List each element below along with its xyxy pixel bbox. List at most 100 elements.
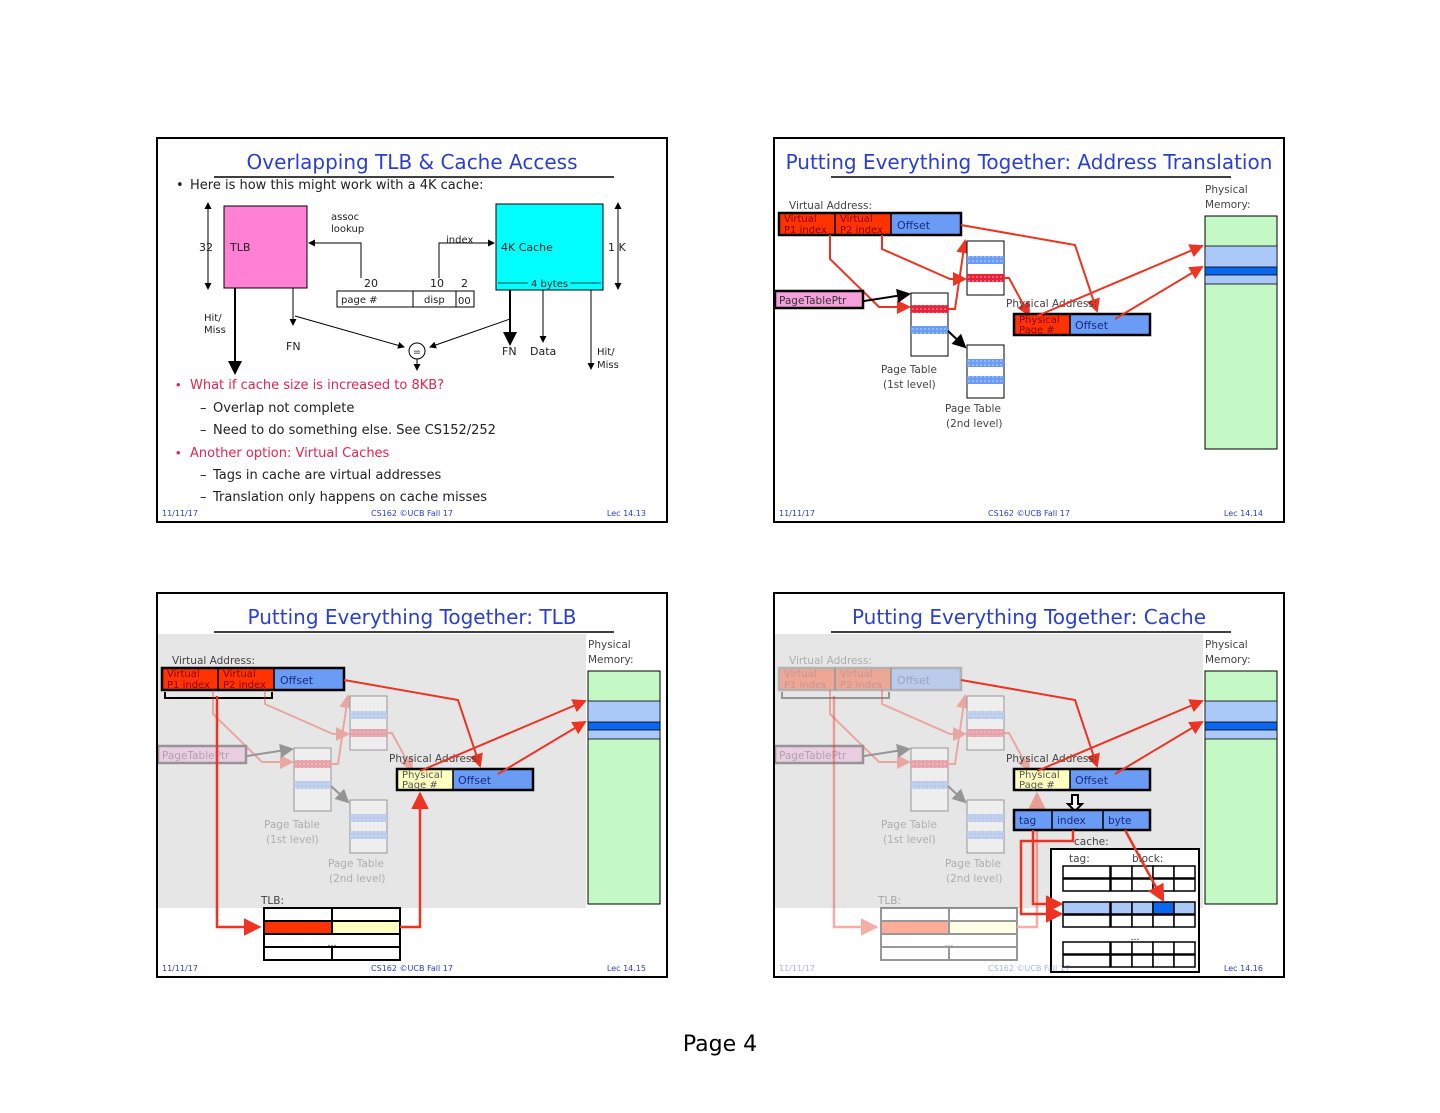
cache-tag-cell: [1062, 878, 1111, 892]
cache-fn-label: FN: [502, 345, 517, 358]
physical-memory-label-2: Memory:: [1205, 199, 1250, 211]
page-table-ptr-label: PageTablePtr: [162, 750, 230, 762]
pt2-to-phys-arrow: [1004, 732, 1030, 772]
va-p2-line1: Virtual: [840, 214, 873, 225]
bullet-3: Need to do something else. See CS152/252: [213, 423, 496, 438]
cache-block-cell: [1110, 901, 1133, 915]
va-brace: [164, 692, 273, 699]
pt1-to-pt2a-arrow: [331, 694, 354, 765]
pt2b-dots: [350, 814, 387, 822]
cache-ellipsis: …: [1131, 933, 1140, 943]
va-p1-field: [779, 668, 835, 690]
intro-text: Here is how this might work with a 4K ca…: [190, 178, 484, 193]
page-table-ptr-label: PageTablePtr: [779, 750, 847, 762]
cache-block-cell: [1152, 914, 1175, 928]
footer-course: CS162 ©UCB Fall 17: [988, 964, 1070, 973]
lookup-label: lookup: [331, 224, 364, 235]
pt1-red-entry-dots: [294, 760, 331, 768]
va-p1-line1: Virtual: [167, 669, 200, 680]
slide-overlapping-tlb-cache: Overlapping TLB & Cache Access • Here is…: [156, 137, 668, 523]
tlb-label: TLB:: [260, 895, 284, 907]
tlb-group: TLB: …: [215, 696, 429, 961]
pt2-label-2: (2nd level): [329, 873, 386, 885]
phys-offset-to-mem-arrow: [497, 720, 587, 775]
bits-20: 20: [364, 277, 378, 290]
tlb-cell: [881, 908, 949, 921]
page-table-2a: [349, 695, 388, 751]
assoc-lookup-arrow: [308, 239, 362, 278]
cache-block-cell: [1173, 901, 1196, 915]
physical-memory-label-1: Physical: [588, 639, 631, 651]
assoc-label: assoc: [331, 212, 359, 223]
down-arrow-icon: [1065, 794, 1085, 813]
page-table-ptr-box: [775, 744, 865, 765]
va-brace: [781, 692, 890, 699]
page-table-ptr-box: [158, 744, 248, 765]
tlb-hit-ppn: [332, 921, 400, 934]
memory-page: [1204, 245, 1278, 285]
pt2-label-2: (2nd level): [946, 873, 1003, 885]
cache-block-cell: [1131, 941, 1154, 955]
bullet-1: What if cache size is increased to 8KB?: [190, 378, 444, 393]
virtual-address-group: Virtual Address: Virtual P1 index Virtua…: [777, 655, 963, 699]
cache-tag-cell: [1062, 954, 1111, 968]
tlb-to-phys-arrow: [400, 791, 429, 929]
pt2-label-1: Page Table: [945, 858, 1001, 870]
cache-block-header: block:: [1132, 853, 1163, 865]
tlb-cell: [264, 908, 332, 921]
pt1-to-pt2b-arrow: [947, 785, 967, 804]
pt2b-dots: [967, 359, 1004, 367]
ptr-arrow: [246, 743, 294, 758]
bullet-dot: •: [176, 178, 184, 193]
phys-page-to-mem-arrow: [1036, 699, 1204, 772]
pt2b-dots: [967, 814, 1004, 822]
index-arrow: [438, 239, 495, 278]
va-to-tlb-arrow: [832, 696, 879, 936]
va-p2-field: [835, 213, 891, 235]
pt2a-dots: [967, 729, 1004, 737]
phys-page-field: [397, 769, 453, 790]
memory-page: [1204, 700, 1278, 740]
tag-to-cache-arrow: [1031, 830, 1064, 913]
slide-title: Putting Everything Together: Cache: [852, 605, 1206, 629]
va-to-tlb-arrow: [215, 696, 262, 936]
slide-title: Overlapping TLB & Cache Access: [246, 150, 577, 174]
physical-memory-label-2: Memory:: [588, 654, 633, 666]
va-p1-line2: P1 index: [784, 680, 827, 691]
va-p1-line2: P1 index: [784, 225, 827, 236]
page-table-walk: PageTablePtr Page Table (1st level) Page…: [158, 690, 413, 885]
cache-tag-cell: [1062, 914, 1111, 928]
cache-block-cell: [1152, 865, 1175, 879]
pt2-label-1: Page Table: [328, 858, 384, 870]
pt2a-dots: [967, 256, 1004, 264]
tlb-border: [880, 907, 1018, 961]
page-table-2b: [966, 799, 1005, 854]
pt2-to-phys-arrow: [387, 732, 413, 772]
cache-field-tag: tag: [1019, 815, 1036, 827]
pt2a-dots: [967, 274, 1004, 282]
footer-date: 11/11/17: [162, 964, 198, 973]
cache-field-index: index: [1057, 815, 1086, 827]
cache-block-cell: [1110, 941, 1133, 955]
tlb-hit-label: Hit/: [204, 313, 222, 324]
cache-addr-border: [1012, 808, 1152, 832]
offset-arrow: [343, 679, 483, 768]
bullet-dot: •: [176, 377, 181, 392]
phys-border: [1012, 312, 1152, 337]
pt2-label-1: Page Table: [945, 403, 1001, 415]
va-offset-label: Offset: [897, 674, 931, 687]
va-border: [777, 211, 963, 237]
cache-block-cell: [1173, 878, 1196, 892]
phys-border: [395, 767, 535, 792]
tlb-hit-ppn: [949, 921, 1017, 934]
physical-memory-label-1: Physical: [1205, 184, 1248, 196]
va-p2-line2: P2 index: [840, 225, 883, 236]
tlb-label: TLB: [229, 241, 250, 254]
cache-block-cell: [1152, 941, 1175, 955]
phys-offset-label: Offset: [1075, 774, 1109, 787]
phys-offset-field: [453, 769, 533, 790]
va-p2-field: [835, 668, 891, 690]
phys-offset-to-mem-arrow: [1114, 720, 1204, 775]
virtual-address-group: Virtual Address: Virtual P1 index Virtua…: [777, 200, 963, 237]
cache-block-cell: [1110, 865, 1133, 879]
